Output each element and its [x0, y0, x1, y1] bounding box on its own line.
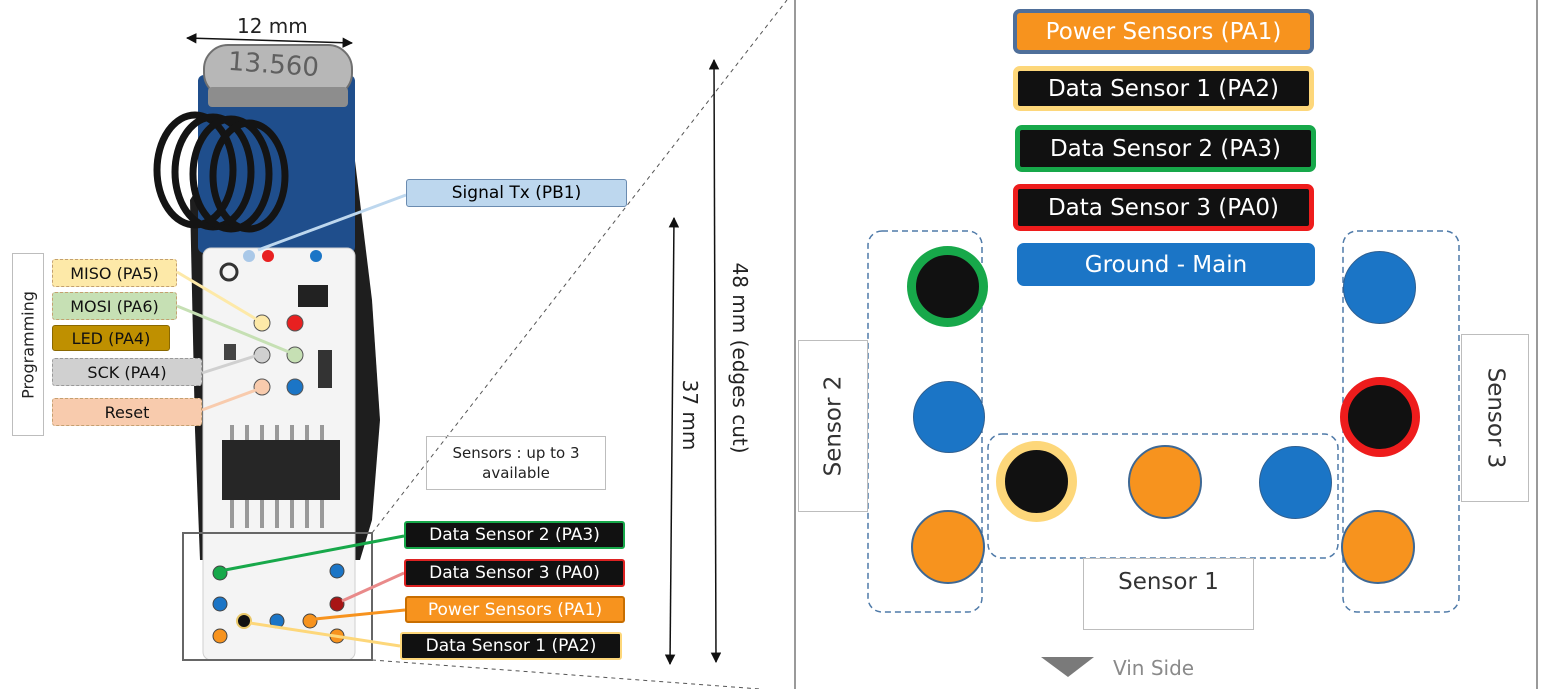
pad-vcc-top [262, 250, 274, 262]
pad-data-sensor-3 [329, 596, 345, 612]
leader-signal-tx [257, 193, 407, 252]
pad-reset [253, 378, 271, 396]
pad-gnd-s3 [329, 563, 345, 579]
leader-sck [201, 354, 256, 375]
pad-data-sensor-2 [212, 565, 228, 581]
leader-ds1 [249, 621, 401, 648]
led-label: LED (PA4) [52, 325, 170, 351]
pad-sck [253, 346, 271, 364]
device-illustration [153, 44, 380, 661]
sensor-3-label: Sensor 3 [1482, 367, 1509, 469]
leader-miso [176, 270, 257, 321]
pin-power-sensor-2 [911, 510, 985, 584]
data-sensor-2-label: Data Sensor 2 (PA3) [404, 521, 625, 549]
width-dimension-arrow [185, 33, 354, 48]
ic-chip [222, 440, 340, 500]
transistor [298, 285, 328, 307]
pad-mosi [286, 346, 304, 364]
dim-48-label: 48 mm (edges cut) [728, 262, 752, 454]
sensor-3-box: Sensor 3 [1461, 334, 1529, 502]
pin-ground-sensor-3 [1343, 251, 1416, 324]
dim-48-arrow [708, 58, 722, 664]
antenna-coil [153, 111, 289, 233]
power-sensors-label: Power Sensors (PA1) [405, 596, 625, 623]
legend-ground-main: Ground - Main [1017, 243, 1315, 286]
pad-power-s1 [302, 613, 318, 629]
sensor-2-box: Sensor 2 [798, 340, 868, 512]
dim-37-label: 37 mm [678, 379, 702, 451]
leader-power [314, 608, 406, 621]
legend-data-sensor-2: Data Sensor 2 (PA3) [1015, 125, 1316, 172]
pad-vcc-prog [286, 314, 304, 332]
legend-data-sensor-3: Data Sensor 3 (PA0) [1013, 184, 1314, 231]
pin-power-sensor-1 [1128, 445, 1202, 519]
pad-gnd-s2 [212, 596, 228, 612]
pin-data-sensor-2 [907, 246, 988, 327]
leader-ds2 [224, 534, 405, 572]
pin-power-sensor-3 [1341, 510, 1415, 584]
programming-title: Programming [18, 291, 38, 399]
miso-label: MISO (PA5) [52, 259, 177, 287]
pad-miso [253, 314, 271, 332]
crystal-marking: 13.560 [227, 46, 320, 84]
pad-signal [243, 250, 255, 262]
data-sensor-1-label: Data Sensor 1 (PA2) [400, 632, 622, 660]
crystal-base [208, 87, 348, 107]
leader-ds3 [341, 571, 405, 603]
pad-gnd-top [310, 250, 322, 262]
sck-label: SCK (PA4) [52, 358, 202, 386]
programming-group [12, 253, 44, 436]
pin-ground-sensor-2 [913, 381, 985, 453]
mounting-hole [219, 262, 239, 282]
zoom-line-bottom [371, 659, 761, 689]
legend-power-sensors: Power Sensors (PA1) [1013, 9, 1314, 54]
vin-arrow-icon [1041, 657, 1094, 677]
sensors-note: Sensors : up to 3 available [426, 436, 606, 490]
width-label: 12 mm [237, 14, 308, 38]
signal-tx-label: Signal Tx (PB1) [406, 179, 627, 207]
pin-ground-sensor-1 [1259, 446, 1332, 519]
sensor-zoom-box [182, 532, 373, 661]
sensor-1-box: Sensor 1 [1083, 558, 1254, 630]
data-sensor-3-label: Data Sensor 3 (PA0) [404, 559, 625, 587]
pin-data-sensor-1 [996, 441, 1077, 522]
vin-side-label: Vin Side [1113, 656, 1195, 680]
pad-gnd-prog [286, 378, 304, 396]
led-component [224, 344, 236, 360]
pad-data-sensor-1 [236, 613, 252, 629]
sensor-2-label: Sensor 2 [820, 375, 847, 477]
pad-power-s2 [212, 628, 228, 644]
leader-reset [201, 388, 257, 412]
legend-data-sensor-1: Data Sensor 1 (PA2) [1013, 66, 1314, 111]
mosi-label: MOSI (PA6) [52, 292, 177, 320]
ic-pins [230, 425, 324, 528]
reset-label: Reset [52, 398, 202, 426]
resistor [318, 350, 332, 388]
pin-data-sensor-3 [1340, 377, 1420, 457]
dim-37-arrow [664, 216, 680, 666]
sensor-1-label: Sensor 1 [1118, 569, 1219, 595]
leader-mosi [176, 304, 290, 354]
